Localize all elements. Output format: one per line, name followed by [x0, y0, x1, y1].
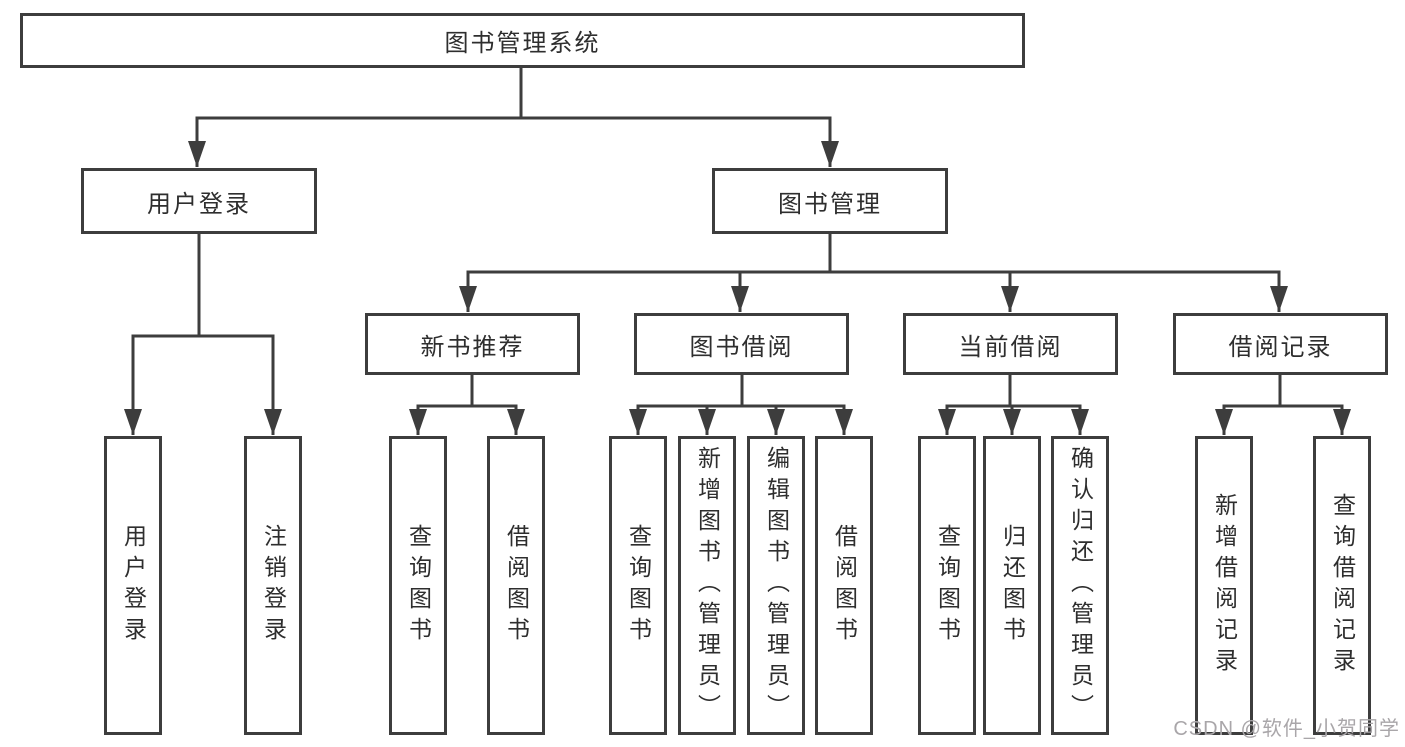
node-book-borrowing-label: 图书借阅 [689, 333, 794, 361]
leaf-borrow-books: 借阅图书 [815, 436, 873, 735]
leaf-add-book-admin-label: 新增图书（管理员） [694, 446, 721, 725]
leaf-add-book-admin: 新增图书（管理员） [678, 436, 736, 735]
leaf-edit-book-admin-label: 编辑图书（管理员） [763, 446, 790, 725]
leaf-confirm-return-admin-label: 确认归还（管理员） [1067, 446, 1094, 725]
node-current-borrowing-label: 当前借阅 [958, 333, 1063, 361]
node-book-management: 图书管理 [712, 168, 948, 234]
leaf-borrow-books-label: 借阅图书 [831, 523, 858, 648]
leaf-return-books-label: 归还图书 [999, 523, 1026, 648]
node-root: 图书管理系统 [20, 13, 1025, 68]
leaf-confirm-return-admin: 确认归还（管理员） [1051, 436, 1109, 735]
leaf-query-books-recommend: 查询图书 [389, 436, 447, 735]
leaf-user-login: 用户登录 [104, 436, 162, 735]
leaf-query-books-current: 查询图书 [918, 436, 976, 735]
node-new-book-recommendation: 新书推荐 [365, 313, 580, 375]
leaf-user-login-label: 用户登录 [120, 523, 147, 648]
leaf-borrow-books-recommend-label: 借阅图书 [503, 523, 530, 648]
leaf-query-books-borrow: 查询图书 [609, 436, 667, 735]
node-new-book-recommendation-label: 新书推荐 [420, 333, 525, 361]
node-user-login: 用户登录 [81, 168, 317, 234]
node-current-borrowing: 当前借阅 [903, 313, 1118, 375]
leaf-query-borrow-record-label: 查询借阅记录 [1329, 492, 1356, 679]
leaf-add-borrow-record: 新增借阅记录 [1195, 436, 1253, 735]
node-book-borrowing: 图书借阅 [634, 313, 849, 375]
node-borrowing-records-label: 借阅记录 [1228, 333, 1333, 361]
leaf-logout-label: 注销登录 [260, 523, 287, 648]
leaf-borrow-books-recommend: 借阅图书 [487, 436, 545, 735]
leaf-query-books-recommend-label: 查询图书 [405, 523, 432, 648]
leaf-add-borrow-record-label: 新增借阅记录 [1211, 492, 1238, 679]
node-book-management-label: 图书管理 [778, 190, 882, 218]
leaf-edit-book-admin: 编辑图书（管理员） [747, 436, 805, 735]
node-root-label: 图书管理系统 [444, 30, 601, 57]
leaf-return-books: 归还图书 [983, 436, 1041, 735]
node-user-login-label: 用户登录 [147, 190, 251, 218]
leaf-query-books-borrow-label: 查询图书 [625, 523, 652, 648]
leaf-query-books-current-label: 查询图书 [934, 523, 961, 648]
watermark: CSDN @软件_小贺同学 [1173, 718, 1400, 740]
leaf-logout: 注销登录 [244, 436, 302, 735]
node-borrowing-records: 借阅记录 [1173, 313, 1388, 375]
leaf-query-borrow-record: 查询借阅记录 [1313, 436, 1371, 735]
